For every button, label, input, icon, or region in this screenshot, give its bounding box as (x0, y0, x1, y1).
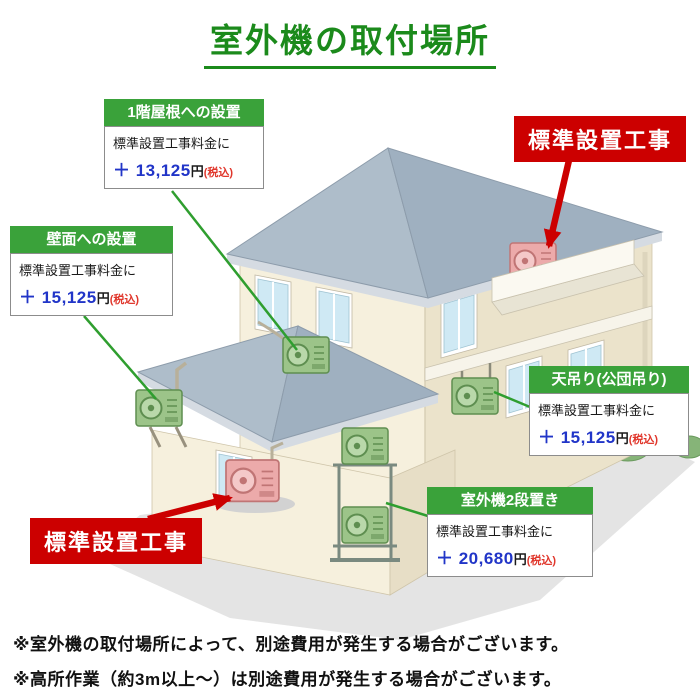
wall-unit (135, 389, 183, 427)
ground-unit (224, 458, 281, 503)
ceiling-unit-group (451, 363, 499, 415)
fee-label: 標準設置工事料金に (436, 524, 554, 540)
callout-roof-1f-header: 1階屋根への設置 (104, 99, 264, 127)
main-roof (225, 147, 664, 308)
price-amount: ＋ 13,125 (113, 161, 191, 181)
callout-two-tier: 室外機2段置き 標準設置工事料金に ＋ 20,680円(税込) (427, 487, 593, 578)
leader-lines (83, 190, 531, 518)
standard-install-label-top: 標準設置工事 (514, 116, 687, 162)
first-floor (136, 325, 456, 596)
note-location-fee: ※室外機の取付場所によって、別途費用が発生する場合がございます。 (13, 635, 569, 654)
price-line: ＋ 15,125円(税込) (19, 283, 166, 308)
leader-ceiling (493, 390, 531, 409)
callout-roof-1f-body: 標準設置工事料金に ＋ 13,125円(税込) (104, 126, 264, 190)
price-unit: 円 (615, 431, 629, 447)
callout-wall-header: 壁面への設置 (10, 226, 173, 254)
price-unit: 円 (513, 552, 527, 568)
tax-note: (税込) (628, 434, 659, 447)
price-unit: 円 (190, 164, 204, 180)
price-amount: ＋ 15,125 (538, 428, 616, 448)
callout-wall-body: 標準設置工事料金に ＋ 15,125円(税込) (10, 253, 173, 317)
page-title-text: 室外機の取付場所 (204, 14, 496, 69)
red-arrow-top (543, 155, 574, 249)
notes: ※室外機の取付場所によって、別途費用が発生する場合がございます。 ※高所作業（約… (13, 630, 569, 700)
two-tier-unit-group (330, 427, 400, 562)
roof-unit-group (257, 320, 330, 374)
leader-roof-1f (171, 190, 298, 351)
price-amount: ＋ 20,680 (436, 549, 514, 569)
callout-ceiling-hung: 天吊り(公団吊り) 標準設置工事料金に ＋ 15,125円(税込) (529, 366, 689, 457)
ceiling-hung-unit (451, 377, 499, 415)
red-arrow-bottom (147, 493, 233, 523)
callout-two-tier-body: 標準設置工事料金に ＋ 20,680円(税込) (427, 514, 593, 578)
callout-ceiling-hung-body: 標準設置工事料金に ＋ 15,125円(税込) (529, 393, 689, 457)
red-arrows (147, 155, 574, 523)
fee-label: 標準設置工事料金に (113, 136, 231, 152)
fee-label: 標準設置工事料金に (19, 263, 137, 279)
mid-ledge (424, 305, 653, 382)
wall-unit-group (135, 361, 188, 448)
leader-wall (83, 315, 157, 400)
two-tier-top-unit (341, 427, 389, 465)
ground-unit-group (215, 441, 295, 513)
callout-roof-1f: 1階屋根への設置 標準設置工事料金に ＋ 13,125円(税込) (104, 99, 264, 190)
tax-note: (税込) (203, 167, 234, 180)
price-line: ＋ 20,680円(税込) (436, 544, 586, 569)
tax-note: (税込) (526, 555, 557, 568)
balcony (491, 239, 645, 316)
callout-ceiling-hung-header: 天吊り(公団吊り) (529, 366, 689, 394)
price-amount: ＋ 15,125 (19, 288, 97, 308)
tax-note: (税込) (109, 294, 140, 307)
price-line: ＋ 13,125円(税込) (113, 156, 257, 181)
callout-wall: 壁面への設置 標準設置工事料金に ＋ 15,125円(税込) (10, 226, 173, 317)
standard-install-label-bottom: 標準設置工事 (30, 518, 203, 564)
price-unit: 円 (96, 291, 110, 307)
fee-label: 標準設置工事料金に (538, 403, 656, 419)
note-high-work-fee: ※高所作業（約3m以上～）は別途費用が発生する場合がございます。 (13, 670, 562, 689)
leader-two-tier (385, 501, 429, 518)
price-line: ＋ 15,125円(税込) (538, 423, 682, 448)
page-title: 室外機の取付場所 (0, 14, 700, 69)
callout-two-tier-header: 室外機2段置き (427, 487, 593, 515)
two-tier-bottom-unit (341, 506, 389, 544)
